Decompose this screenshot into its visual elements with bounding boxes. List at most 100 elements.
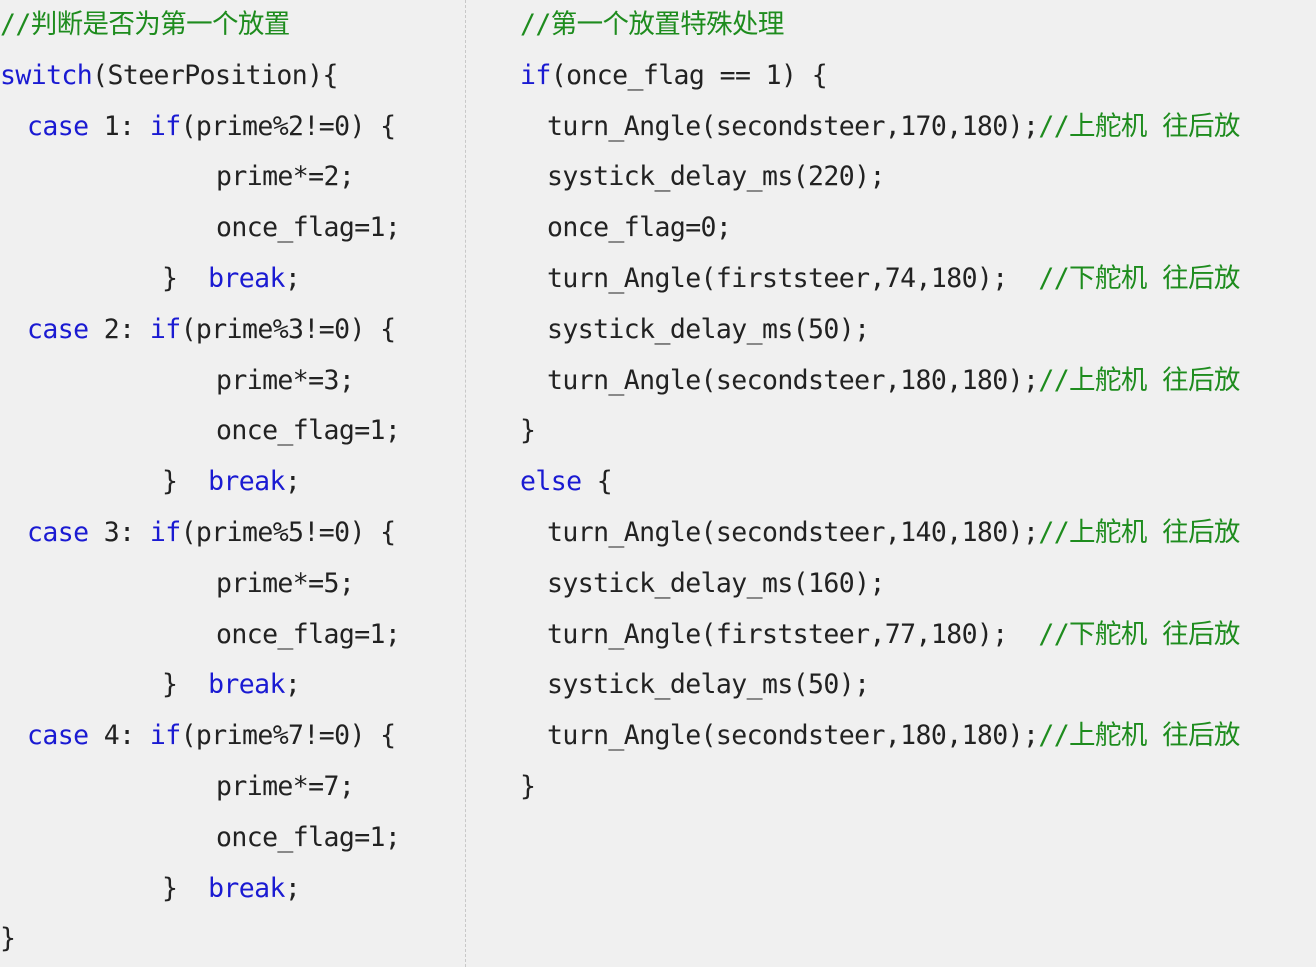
code-comment: //上舵机 往后放 xyxy=(1038,110,1240,142)
code-text: once_flag=1; xyxy=(216,821,401,853)
code-line: if(once_flag == 1) { xyxy=(520,51,1316,102)
code-line: turn_Angle(secondsteer,170,180);//上舵机 往后… xyxy=(520,102,1316,153)
code-line: turn_Angle(firststeer,77,180); //下舵机 往后放 xyxy=(520,610,1316,661)
code-line: case 1: if(prime%2!=0) { xyxy=(0,102,462,153)
code-line: } xyxy=(520,762,1316,813)
code-text: ; xyxy=(284,872,301,904)
code-text: prime*=2; xyxy=(216,161,355,193)
code-line: once_flag=1; xyxy=(0,813,462,864)
code-comment: //上舵机 往后放 xyxy=(1038,516,1240,548)
code-text: systick_delay_ms(50); xyxy=(547,313,870,345)
code-line: } break; xyxy=(0,254,462,305)
code-text: turn_Angle(secondsteer,170,180); xyxy=(547,110,1039,142)
code-line: else { xyxy=(520,457,1316,508)
code-line: prime*=2; xyxy=(0,152,462,203)
code-text: turn_Angle(firststeer,74,180); xyxy=(547,262,1039,294)
code-text: } xyxy=(162,872,209,904)
code-text: turn_Angle(firststeer,77,180); xyxy=(547,618,1039,650)
code-keyword: case xyxy=(27,720,89,752)
code-keyword: if xyxy=(149,313,181,345)
code-text: once_flag=0; xyxy=(547,212,732,244)
code-text: prime*=7; xyxy=(216,770,355,802)
code-text: (prime%2!=0) { xyxy=(180,110,397,142)
code-text: 4: xyxy=(88,720,150,752)
code-line: } xyxy=(520,406,1316,457)
code-line: switch(SteerPosition){ xyxy=(0,51,462,102)
code-keyword: break xyxy=(208,669,285,701)
code-text: prime*=3; xyxy=(216,364,355,396)
code-keyword: case xyxy=(27,516,89,548)
code-text: systick_delay_ms(160); xyxy=(547,567,885,599)
code-keyword: if xyxy=(520,59,551,91)
code-line: once_flag=0; xyxy=(520,203,1316,254)
code-keyword: if xyxy=(149,516,181,548)
code-line: turn_Angle(secondsteer,180,180);//上舵机 往后… xyxy=(520,356,1316,407)
code-line: systick_delay_ms(220); xyxy=(520,152,1316,203)
code-line: } break; xyxy=(0,660,462,711)
code-line: once_flag=1; xyxy=(0,610,462,661)
code-line: systick_delay_ms(50); xyxy=(520,660,1316,711)
code-line: } xyxy=(0,914,462,965)
code-line: case 2: if(prime%3!=0) { xyxy=(0,305,462,356)
code-line: prime*=3; xyxy=(0,356,462,407)
code-line: } break; xyxy=(0,457,462,508)
code-text: (once_flag == 1) { xyxy=(550,59,828,91)
code-keyword: if xyxy=(149,720,181,752)
code-line: systick_delay_ms(50); xyxy=(520,305,1316,356)
code-line: case 4: if(prime%7!=0) { xyxy=(0,711,462,762)
code-keyword: switch xyxy=(0,59,93,91)
code-line: turn_Angle(secondsteer,140,180);//上舵机 往后… xyxy=(520,508,1316,559)
code-keyword: else xyxy=(520,466,582,498)
code-text: } xyxy=(162,669,209,701)
code-text: (prime%5!=0) { xyxy=(180,516,397,548)
code-text: (prime%7!=0) { xyxy=(180,720,397,752)
code-text: once_flag=1; xyxy=(216,415,401,447)
code-text: (prime%3!=0) { xyxy=(180,313,397,345)
code-text: turn_Angle(secondsteer,180,180); xyxy=(547,364,1039,396)
code-comment: //下舵机 往后放 xyxy=(1038,262,1240,294)
code-line: //判断是否为第一个放置 xyxy=(0,0,462,51)
code-line: turn_Angle(firststeer,74,180); //下舵机 往后放 xyxy=(520,254,1316,305)
code-comment: //第一个放置特殊处理 xyxy=(520,9,784,40)
code-line: once_flag=1; xyxy=(0,203,462,254)
code-line: systick_delay_ms(160); xyxy=(520,559,1316,610)
code-line: turn_Angle(secondsteer,180,180);//上舵机 往后… xyxy=(520,711,1316,762)
code-comment: //上舵机 往后放 xyxy=(1038,720,1240,752)
code-text: turn_Angle(secondsteer,180,180); xyxy=(547,720,1039,752)
code-text: } xyxy=(162,262,209,294)
code-line: once_flag=1; xyxy=(0,406,462,457)
code-keyword: break xyxy=(208,872,285,904)
code-comment: //下舵机 往后放 xyxy=(1038,618,1240,650)
code-text: systick_delay_ms(220); xyxy=(547,161,885,193)
code-keyword: case xyxy=(27,110,89,142)
code-comment: //上舵机 往后放 xyxy=(1038,364,1240,396)
code-line: case 3: if(prime%5!=0) { xyxy=(0,508,462,559)
code-text: } xyxy=(162,466,209,498)
code-line: //第一个放置特殊处理 xyxy=(520,0,1316,51)
code-text: } xyxy=(520,415,536,447)
code-line: prime*=7; xyxy=(0,762,462,813)
code-line: prime*=5; xyxy=(0,559,462,610)
code-text: 1: xyxy=(88,110,150,142)
code-keyword: if xyxy=(149,110,181,142)
panel-divider xyxy=(465,0,466,967)
code-text: once_flag=1; xyxy=(216,212,401,244)
code-text: 3: xyxy=(88,516,150,548)
code-text: once_flag=1; xyxy=(216,618,401,650)
code-text: systick_delay_ms(50); xyxy=(547,669,870,701)
code-text: { xyxy=(581,466,613,498)
code-text: prime*=5; xyxy=(216,567,355,599)
code-keyword: break xyxy=(208,262,285,294)
code-keyword: case xyxy=(27,313,89,345)
code-text: } xyxy=(0,923,16,955)
code-text: (SteerPosition){ xyxy=(92,59,338,91)
code-text: ; xyxy=(284,262,301,294)
code-text: turn_Angle(secondsteer,140,180); xyxy=(547,516,1039,548)
code-text: ; xyxy=(284,466,301,498)
code-text: ; xyxy=(284,669,301,701)
code-comment: //判断是否为第一个放置 xyxy=(0,9,290,40)
code-text: 2: xyxy=(88,313,150,345)
